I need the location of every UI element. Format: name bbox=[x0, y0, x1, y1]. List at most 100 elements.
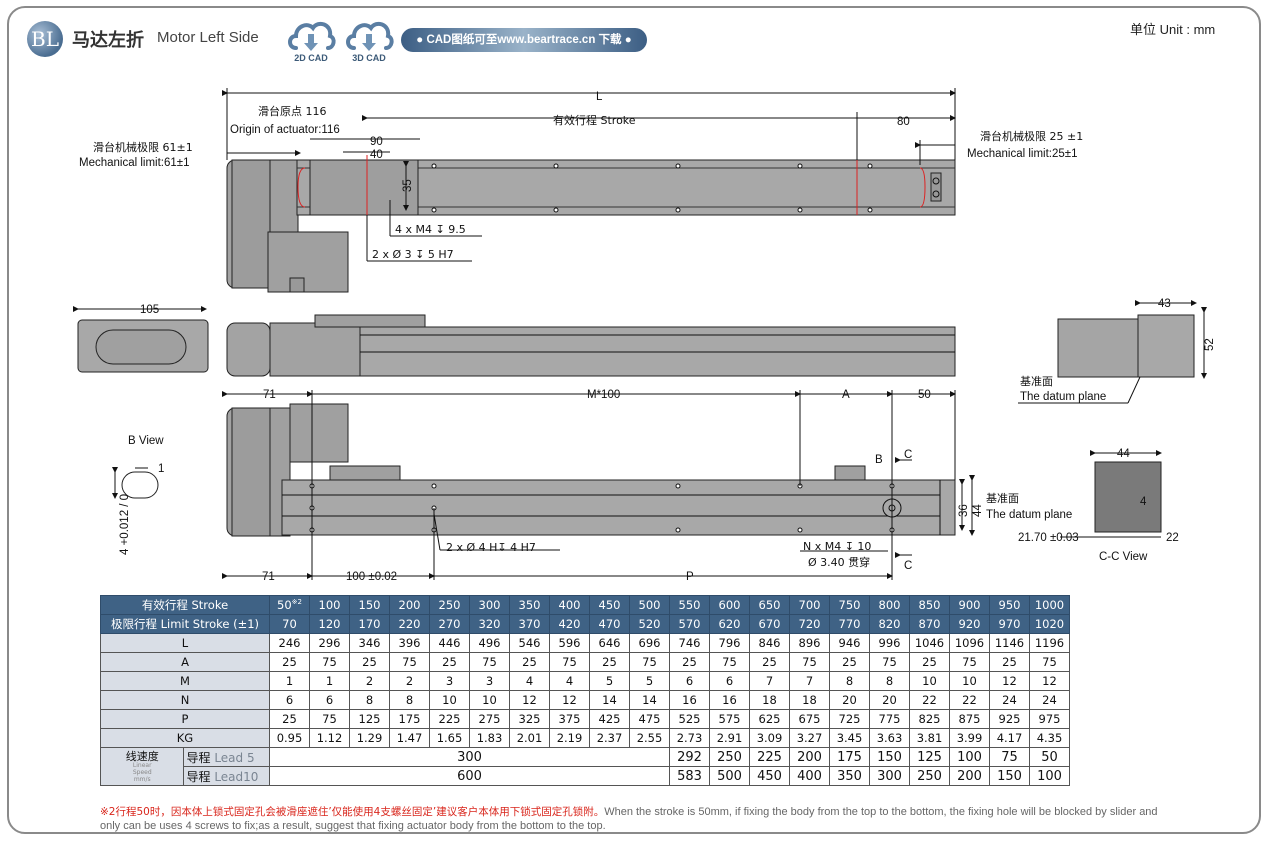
spec-cell: 600 bbox=[709, 595, 750, 615]
spec-cell: 646 bbox=[589, 633, 630, 653]
spec-cell: 8 bbox=[349, 690, 390, 710]
spec-cell: 450 bbox=[589, 595, 630, 615]
cc-dim-44: 44 bbox=[1117, 448, 1130, 460]
spec-cell: 75 bbox=[389, 652, 430, 672]
spec-cell: 0.95 bbox=[269, 728, 310, 748]
spec-cell: 1 bbox=[309, 671, 350, 691]
row-label: 极限行程 Limit Stroke (±1) bbox=[100, 614, 270, 634]
spec-cell: 696 bbox=[629, 633, 670, 653]
spec-cell: 246 bbox=[269, 633, 310, 653]
cad-2d-button[interactable]: 2D CAD bbox=[286, 16, 336, 64]
spec-cell: 175 bbox=[389, 709, 430, 729]
spec-cell: 575 bbox=[709, 709, 750, 729]
spec-cell: 650 bbox=[749, 595, 790, 615]
bottom-rail bbox=[281, 479, 956, 536]
row-label: L bbox=[100, 633, 270, 653]
speed-cell: 75 bbox=[989, 747, 1030, 767]
spec-cell: 870 bbox=[909, 614, 950, 634]
spec-cell: 396 bbox=[389, 633, 430, 653]
spec-cell: 500 bbox=[629, 595, 670, 615]
footnote-en: When the stroke is 50mm, if fixing the b… bbox=[100, 806, 1158, 832]
speed-cell: 250 bbox=[709, 747, 750, 767]
spec-cell: 470 bbox=[589, 614, 630, 634]
cad-3d-button[interactable]: 3D CAD bbox=[344, 16, 394, 64]
spec-cell: 25 bbox=[349, 652, 390, 672]
spec-cell: 325 bbox=[509, 709, 550, 729]
spec-cell: 12 bbox=[989, 671, 1030, 691]
spec-cell: 8 bbox=[869, 671, 910, 691]
spec-cell: 846 bbox=[749, 633, 790, 653]
origin-cn: 滑台原点 116 bbox=[258, 104, 327, 118]
footnote: ※2行程50时，因本体上锁式固定孔会被滑座遮住’仅能使用4支螺丝固定’建议客户本… bbox=[100, 805, 1162, 833]
speed-cell: 292 bbox=[669, 747, 710, 767]
spec-cell: 8 bbox=[389, 690, 430, 710]
spec-cell: 220 bbox=[389, 614, 430, 634]
spec-cell: 8 bbox=[829, 671, 870, 691]
spec-cell: 75 bbox=[789, 652, 830, 672]
spec-cell: 1.83 bbox=[469, 728, 510, 748]
dim-P: P bbox=[686, 571, 694, 583]
spec-cell: 18 bbox=[789, 690, 830, 710]
spec-cell: 20 bbox=[869, 690, 910, 710]
datum-cn-bottom: 基准面 bbox=[986, 492, 1019, 505]
spec-cell: 1 bbox=[269, 671, 310, 691]
spec-cell: 796 bbox=[709, 633, 750, 653]
mech-right-en: Mechanical limit:25±1 bbox=[967, 148, 1078, 160]
spec-cell: 520 bbox=[629, 614, 670, 634]
cc-dim-2170: 21.70 ±0.03 bbox=[1018, 532, 1079, 544]
spec-cell: 725 bbox=[829, 709, 870, 729]
dim-36: 36 bbox=[958, 504, 970, 517]
dim-L: L bbox=[596, 91, 603, 103]
spec-cell: 10 bbox=[429, 690, 470, 710]
spec-cell: 150 bbox=[349, 595, 390, 615]
spec-cell: 25 bbox=[589, 652, 630, 672]
spec-cell: 75 bbox=[549, 652, 590, 672]
spec-cell: 2.73 bbox=[669, 728, 710, 748]
row-label: P bbox=[100, 709, 270, 729]
datum-en-side: The datum plane bbox=[1020, 391, 1106, 403]
spec-cell: 75 bbox=[309, 652, 350, 672]
spec-cell: 6 bbox=[669, 671, 710, 691]
speed-cell: 200 bbox=[949, 766, 990, 786]
spec-cell: 25 bbox=[669, 652, 710, 672]
spec-cell: 4 bbox=[549, 671, 590, 691]
spec-cell: 720 bbox=[789, 614, 830, 634]
spec-cell: 4.17 bbox=[989, 728, 1030, 748]
spec-cell: 596 bbox=[549, 633, 590, 653]
lead-label: 导程 Lead 5 bbox=[183, 747, 270, 767]
spec-cell: 4.35 bbox=[1029, 728, 1070, 748]
spec-cell: 75 bbox=[1029, 652, 1070, 672]
spec-cell: 3.81 bbox=[909, 728, 950, 748]
spec-cell: 24 bbox=[1029, 690, 1070, 710]
spec-cell: 1046 bbox=[909, 633, 950, 653]
spec-cell: 50※2 bbox=[269, 595, 310, 615]
spec-cell: 25 bbox=[749, 652, 790, 672]
spec-cell: 446 bbox=[429, 633, 470, 653]
spec-cell: 746 bbox=[669, 633, 710, 653]
speed-cell: 300 bbox=[869, 766, 910, 786]
spec-cell: 320 bbox=[469, 614, 510, 634]
spec-cell: 770 bbox=[829, 614, 870, 634]
spec-cell: 25 bbox=[509, 652, 550, 672]
dim-m100: M*100 bbox=[587, 389, 620, 401]
mech-right-cn: 滑台机械极限 25 ±1 bbox=[980, 129, 1083, 143]
spec-cell: 475 bbox=[629, 709, 670, 729]
through-note: Ø 3.40 贯穿 bbox=[808, 555, 870, 569]
spec-cell: 1.29 bbox=[349, 728, 390, 748]
spec-cell: 2.55 bbox=[629, 728, 670, 748]
spec-cell: 14 bbox=[589, 690, 630, 710]
spec-cell: 22 bbox=[949, 690, 990, 710]
spec-cell: 120 bbox=[309, 614, 350, 634]
hole-note: 2 x Ø 4 H↧ 4 H7 bbox=[446, 541, 536, 554]
spec-cell: 170 bbox=[349, 614, 390, 634]
speed-cell: 175 bbox=[829, 747, 870, 767]
cc-dim-4: 4 bbox=[1140, 496, 1147, 508]
download-link[interactable]: ● CAD图纸可至www.beartrace.cn 下载 ● bbox=[401, 28, 647, 52]
spec-cell: 6 bbox=[709, 671, 750, 691]
